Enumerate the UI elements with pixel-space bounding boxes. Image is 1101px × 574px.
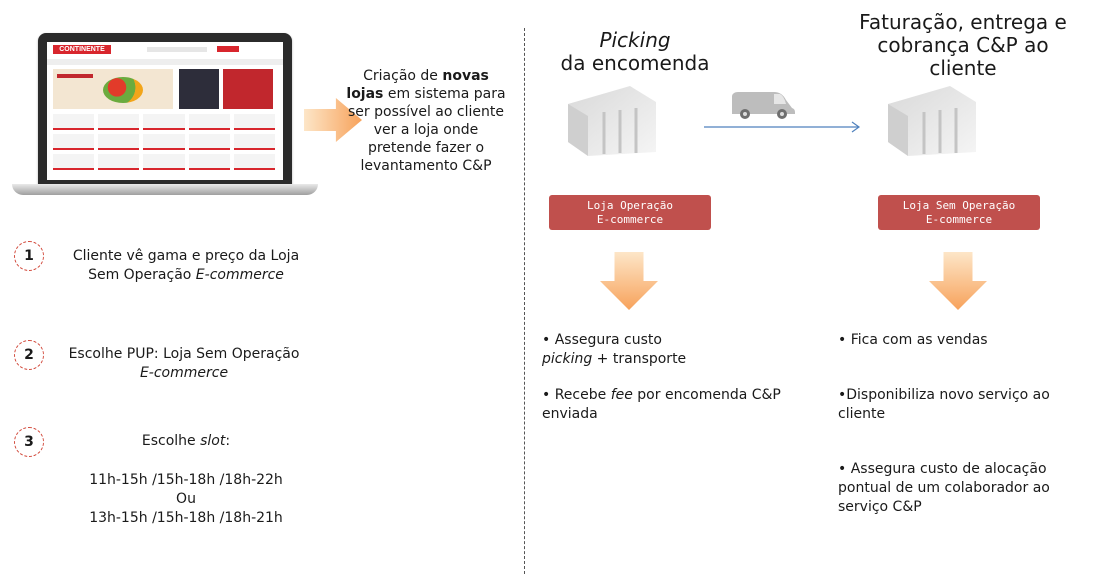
- connector-arrow: [704, 121, 861, 133]
- step-1-text: Cliente vê gama e preço da Loja Sem Oper…: [72, 248, 300, 283]
- step-2-text: Escolhe PUP: Loja Sem Operação E-commerc…: [68, 346, 300, 381]
- delivery-title: Faturação, entrega e cobrança C&P ao cli…: [859, 10, 1067, 80]
- delivery-bullets: • Fica com as vendas •Disponibiliza novo…: [838, 331, 1096, 534]
- fruit-image: [103, 77, 143, 103]
- bullet-item: • Recebe fee por encomenda C&P enviada: [542, 387, 781, 422]
- arrow-down-icon: [600, 252, 658, 310]
- section-divider: [524, 28, 525, 574]
- step-number-2: 2: [14, 340, 44, 370]
- site-nav: [47, 59, 283, 65]
- warehouse-icon: [568, 86, 656, 156]
- creation-description: Criação de novas lojas em sistema para s…: [346, 68, 506, 174]
- site-hero-banner: [53, 69, 173, 109]
- picking-title: Picking da encomenda: [560, 28, 710, 75]
- laptop-mockup: CONTINENTE: [38, 33, 292, 185]
- product-row: [53, 154, 276, 170]
- site-button: [217, 46, 239, 52]
- step-3-label: Escolhe slot:: [141, 433, 231, 449]
- product-row: [53, 114, 276, 130]
- step-number-1: 1: [14, 241, 44, 271]
- step-number-3: 3: [14, 427, 44, 457]
- store-box-operacao: Loja Operação E-commerce: [549, 195, 711, 230]
- slot-options: 11h-15h /15h-18h /18h-22h Ou 13h-15h /15…: [89, 472, 283, 526]
- bullet-item: • Fica com as vendas: [838, 332, 988, 348]
- laptop-base: [12, 184, 318, 195]
- bullet-item: •Disponibiliza novo serviço ao cliente: [838, 387, 1050, 422]
- site-promo: [179, 69, 219, 109]
- bullet-item: • Assegura custo de alocação pontual de …: [838, 461, 1050, 515]
- arrow-down-icon: [929, 252, 987, 310]
- site-search-bar: [147, 47, 207, 52]
- warehouse-icon: [888, 86, 976, 156]
- website-screenshot: CONTINENTE: [47, 42, 283, 180]
- continente-logo: CONTINENTE: [53, 45, 111, 54]
- delivery-van-icon: [732, 92, 795, 119]
- product-row: [53, 134, 276, 150]
- store-box-sem-operacao: Loja Sem Operação E-commerce: [878, 195, 1040, 230]
- site-promo: [223, 69, 273, 109]
